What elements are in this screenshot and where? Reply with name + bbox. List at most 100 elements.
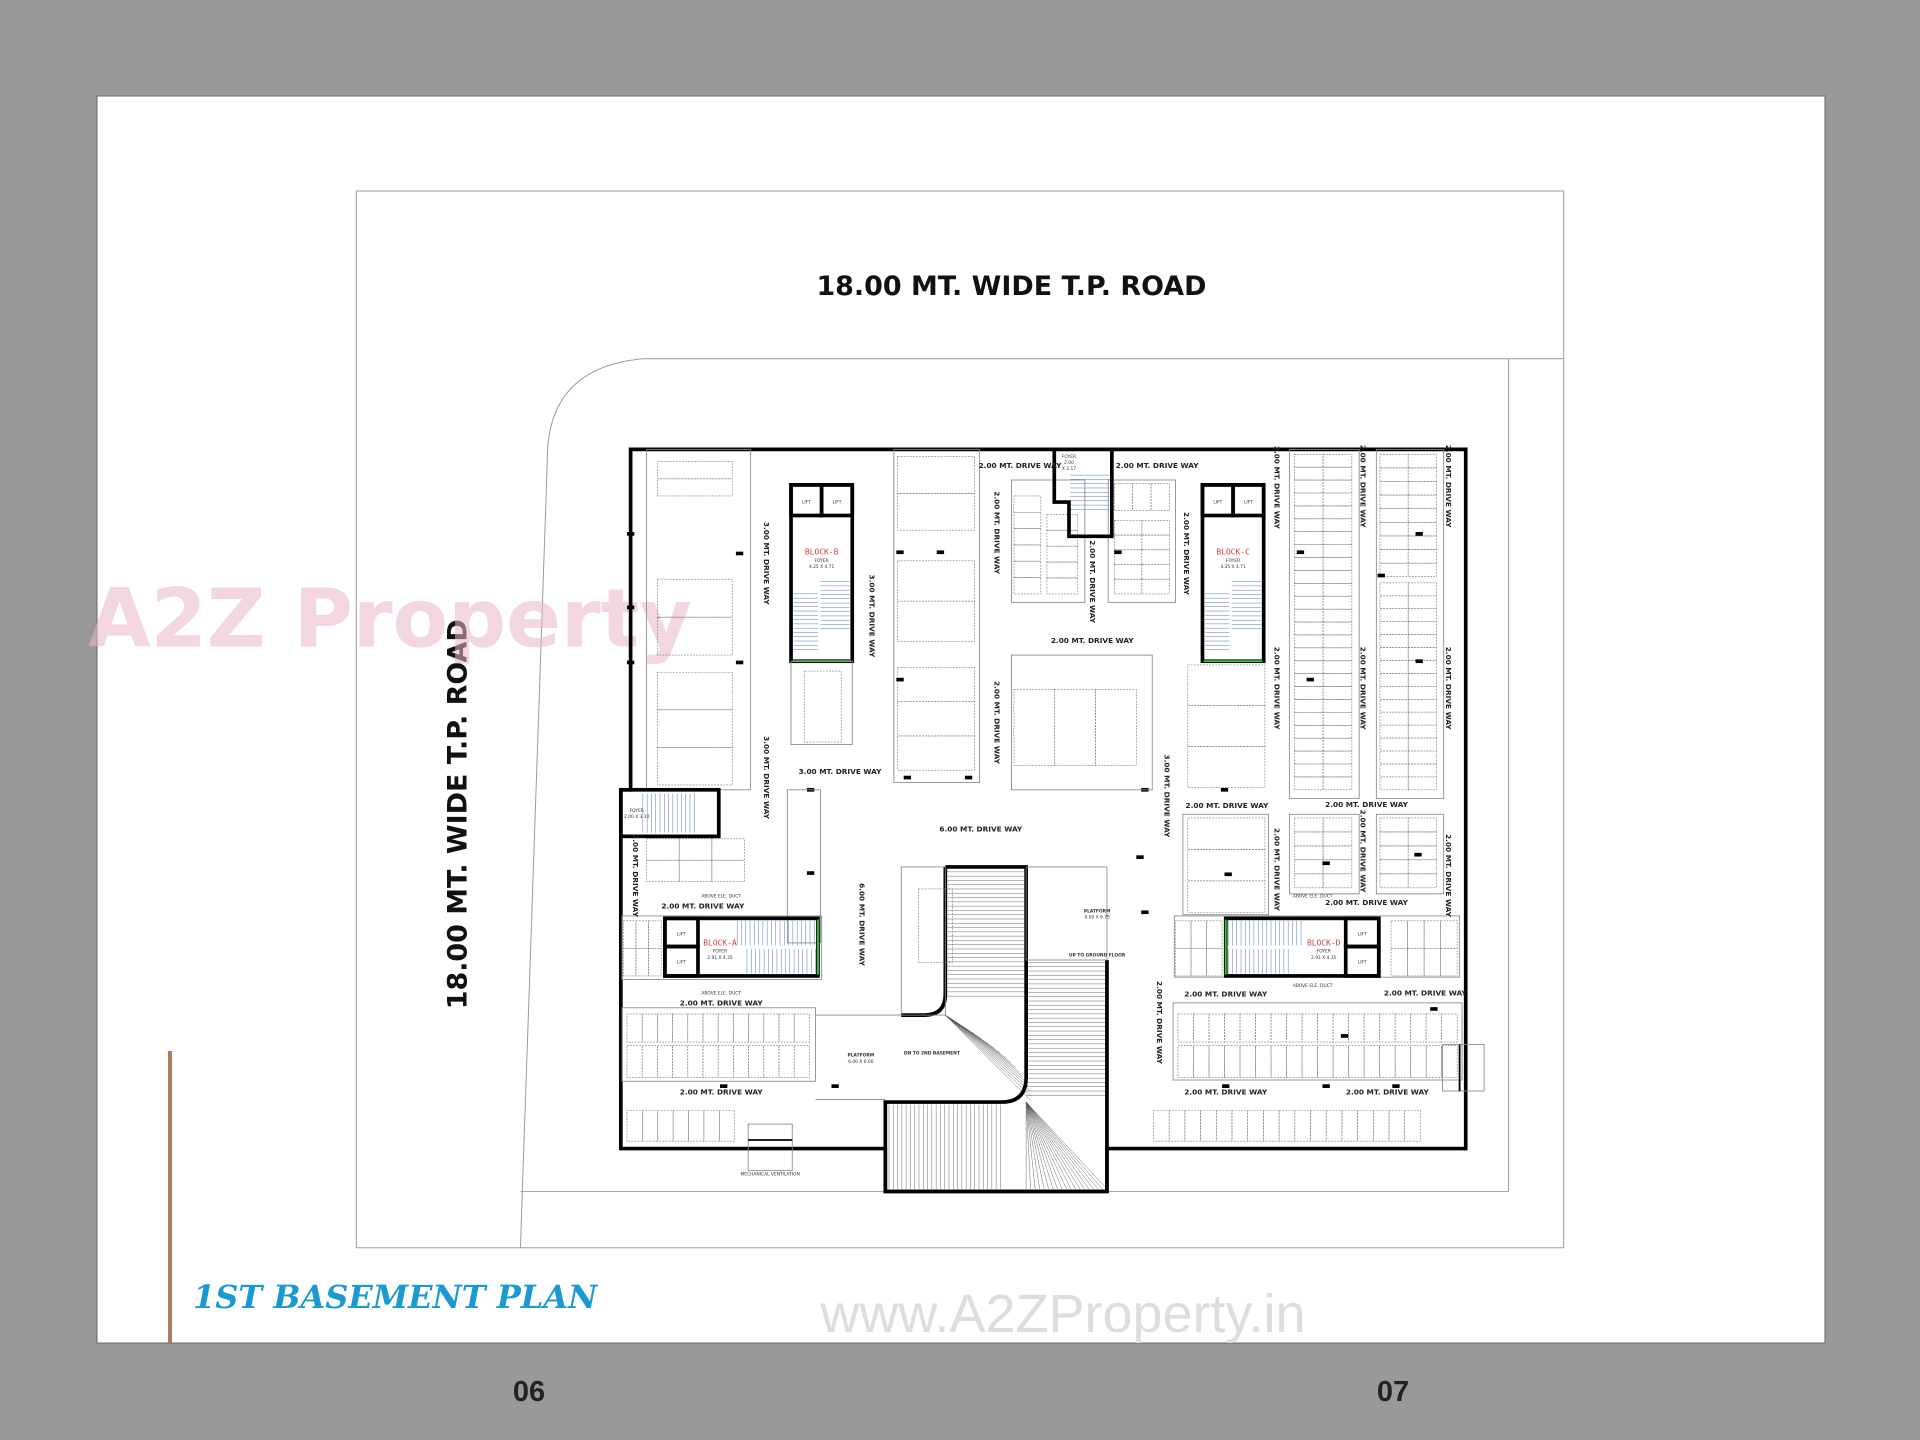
island	[1172, 1002, 1463, 1081]
road-edge	[519, 358, 1564, 1248]
parking-stall	[1224, 1045, 1241, 1078]
column	[936, 550, 945, 555]
parking-stall	[1322, 712, 1353, 726]
block-a-core: LIFT LIFT BLOCK-A FOYER 2.91 X 4.35	[663, 916, 820, 978]
parking-stall	[897, 456, 976, 494]
driveway-label: 2.00 MT. DRIVE WAY	[1182, 512, 1191, 596]
parking-stall	[1440, 948, 1458, 977]
parking-stall	[1363, 1013, 1380, 1043]
parking-stall	[672, 1013, 689, 1043]
driveway-label: 6.00 MT. DRIVE WAY	[939, 824, 1023, 833]
foyer-size: 2.00 X 3.10	[624, 814, 650, 820]
ramp-wall	[883, 865, 1109, 1194]
ramp-fan-line	[1025, 1101, 1076, 1190]
stair-icon	[820, 581, 850, 630]
parking-stall	[711, 859, 745, 882]
parking-stall	[1379, 1045, 1396, 1078]
parking-stall	[897, 493, 976, 531]
foyer-label: FOYER	[630, 808, 644, 814]
driveway-label: 2.00 MT. DRIVE WAY	[1116, 461, 1200, 470]
ramp-fan-line	[945, 1014, 1020, 1073]
column	[1220, 787, 1229, 792]
duct-label: ABOVE ELE. DUCT	[1293, 983, 1333, 989]
parking-stall	[1390, 948, 1408, 977]
foyer-size: X 2.17	[1062, 466, 1076, 472]
island	[1288, 813, 1360, 895]
driveway-label: 2.00 MT. DRIVE WAY	[1358, 810, 1367, 894]
parking-stall	[793, 1013, 810, 1043]
driveway-label: 3.00 MT. DRIVE WAY	[867, 574, 876, 658]
lift-label: LIFT	[677, 932, 686, 938]
driveway-label: 2.00 MT. DRIVE WAY	[1358, 445, 1367, 529]
parking-stall	[1322, 737, 1353, 752]
column	[1136, 855, 1144, 859]
parking-stall	[1190, 948, 1207, 977]
parking-stall	[1301, 1045, 1318, 1078]
parking-stall	[1423, 920, 1441, 949]
parking-stall	[1322, 531, 1353, 545]
parking-stall	[1322, 466, 1353, 481]
column	[1377, 573, 1385, 578]
driveway-label: 2.00 MT. DRIVE WAY	[992, 681, 1001, 765]
column	[626, 532, 635, 536]
stair-icon	[1204, 593, 1230, 650]
parking-stall	[1177, 1045, 1194, 1078]
parking-stall	[678, 859, 713, 882]
sheet	[96, 95, 1826, 1344]
foyer-label: FOYER	[815, 558, 829, 564]
lift-label: LIFT	[1244, 499, 1253, 505]
column	[1141, 910, 1149, 915]
parking-stall	[1193, 1013, 1210, 1043]
duct-label: ABOVE ELE. DUCT	[701, 894, 741, 900]
parking-stall	[1322, 570, 1353, 584]
parking-stall	[1187, 746, 1266, 788]
block-label: BLOCK-A	[703, 938, 737, 947]
parking-stall	[1394, 1045, 1411, 1078]
driveway-label: 6.00 MT. DRIVE WAY	[858, 883, 867, 967]
island	[1011, 479, 1086, 603]
lift-label: LIFT	[1358, 932, 1367, 938]
page-number-right: 07	[1377, 1376, 1409, 1408]
parking-stall	[657, 616, 733, 656]
parking-stall	[897, 600, 976, 642]
ramp-fan-line	[1025, 1101, 1090, 1190]
parking-stall	[1322, 763, 1353, 778]
column	[1340, 1034, 1349, 1038]
parking-stall	[1322, 750, 1353, 765]
block-label: BLOCK-D	[1307, 938, 1341, 947]
column	[1392, 1084, 1400, 1088]
parking-stall	[719, 1110, 736, 1142]
island	[1011, 654, 1153, 791]
ramp-fan-line	[1025, 1101, 1058, 1190]
stair-icon	[642, 793, 695, 833]
island	[786, 789, 821, 944]
parking-stall	[648, 948, 662, 977]
stair-icon	[1227, 948, 1289, 974]
parking-stall	[1322, 776, 1353, 791]
driveway-labels: 2.00 MT. DRIVE WAY 2.00 MT. DRIVE WAY 2.…	[631, 445, 1467, 1097]
parking-stall	[657, 478, 733, 497]
parking-stall	[733, 1013, 749, 1043]
island	[1182, 813, 1270, 916]
parking-stall	[1322, 544, 1353, 558]
stair-icon	[793, 593, 818, 650]
lift-label: LIFT	[677, 960, 686, 966]
parking-stall	[1322, 479, 1353, 494]
ramp-fan-line	[945, 1014, 1026, 1082]
parking-stall	[1322, 673, 1353, 687]
parking-stall	[1206, 948, 1223, 977]
platform-mark	[918, 888, 953, 963]
parking-stall	[1407, 873, 1437, 889]
watermark-url: www.A2ZProperty.in	[819, 1284, 1305, 1344]
column	[831, 1084, 839, 1088]
parking-stall	[1348, 1013, 1365, 1043]
parking-stall	[1286, 1045, 1303, 1078]
driveway-label: 2.00 MT. DRIVE WAY	[1184, 1088, 1268, 1097]
parking-stall	[793, 1045, 810, 1078]
parking-stall	[1322, 608, 1353, 623]
parking-stall	[635, 948, 649, 977]
driveway-label: 2.00 MT. DRIVE WAY	[992, 491, 1001, 575]
column	[1322, 861, 1330, 866]
platform-area	[1025, 866, 1108, 961]
